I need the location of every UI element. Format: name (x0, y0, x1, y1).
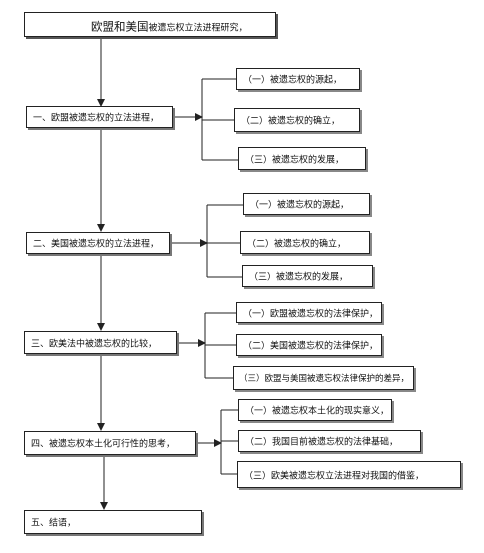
section-3-sub-2: （二）美国被遗忘权的法律保护， (236, 334, 382, 356)
section-3-sub-3-label: （三）欧盟与美国被遗忘权法律保护的差异， (239, 374, 410, 384)
section-3-box: 三、欧美法中被遗忘权的比较， (24, 331, 177, 354)
section-4-sub-3-label: （三）欧美被遗忘权立法进程对我国的借鉴， (244, 471, 425, 481)
section-1-box: 一、欧盟被遗忘权的立法进程， (26, 106, 173, 128)
section-1-sub-1: （一）被遗忘权的源起， (236, 68, 360, 90)
section-2-sub-3-label: （三）被遗忘权的发展， (249, 272, 349, 283)
section-2-sub-1-label: （一）被遗忘权的源起， (250, 200, 350, 211)
section-1-sub-2: （二）被遗忘权的确立， (234, 108, 360, 132)
section-3-sub-2-label: （二）美国被遗忘权的法律保护， (243, 341, 379, 352)
section-1-sub-3: （三）被遗忘权的发展， (238, 147, 366, 170)
section-2-sub-1: （一）被遗忘权的源起， (243, 193, 370, 215)
section-2-box: 二、美国被遗忘权的立法进程， (26, 232, 170, 254)
section-5-label: 五、结语， (31, 518, 77, 529)
section-3-sub-1-label: （一）欧盟被遗忘权的法律保护， (243, 309, 379, 319)
section-2-sub-2: （二）被遗忘权的确立， (240, 231, 370, 254)
section-2-sub-3: （三）被遗忘权的发展， (242, 265, 373, 287)
section-2-sub-2-label: （二）被遗忘权的确立， (247, 239, 347, 249)
title-main: 欧盟和美国 (91, 19, 149, 33)
section-1-sub-3-label: （三）被遗忘权的发展， (245, 155, 345, 165)
section-4-box: 四、被遗忘权本土化可行性的思考， (24, 431, 196, 455)
section-3-sub-1: （一）欧盟被遗忘权的法律保护， (236, 302, 382, 323)
section-4-sub-1-label: （一）被遗忘权本土化的现实意义， (245, 406, 390, 417)
section-4-sub-2-label: （二）我国目前被遗忘权的法律基础， (245, 437, 399, 448)
section-2-label: 二、美国被遗忘权的立法进程， (33, 239, 160, 250)
section-3-label: 三、欧美法中被遗忘权的比较， (31, 339, 158, 349)
title-rest: 被遗忘权立法进程研究， (148, 23, 248, 33)
section-4-sub-2: （二）我国目前被遗忘权的法律基础， (238, 430, 421, 452)
section-3-sub-3: （三）欧盟与美国被遗忘权法律保护的差异， (233, 366, 414, 390)
section-4-sub-3: （三）欧美被遗忘权立法进程对我国的借鉴， (237, 461, 461, 488)
section-1-sub-1-label: （一）被遗忘权的源起， (243, 75, 343, 86)
section-5-box: 五、结语， (24, 510, 202, 534)
section-1-sub-2-label: （二）被遗忘权的确立， (241, 116, 341, 127)
section-4-sub-1: （一）被遗忘权本土化的现实意义， (238, 399, 392, 421)
section-1-label: 一、欧盟被遗忘权的立法进程， (33, 113, 160, 124)
title-box: 欧盟和美国被遗忘权立法进程研究， (24, 12, 276, 37)
section-4-label: 四、被遗忘权本土化可行性的思考， (31, 439, 176, 450)
